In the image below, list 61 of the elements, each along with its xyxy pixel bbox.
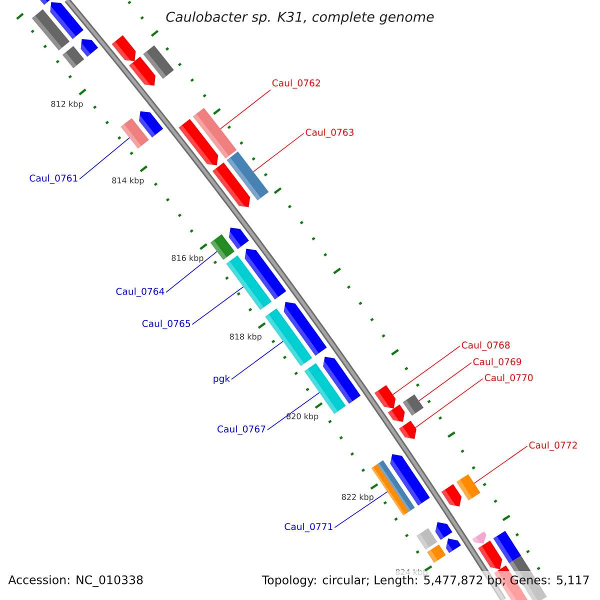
leader-line	[220, 90, 271, 130]
gene-block	[229, 228, 249, 250]
leader-line	[418, 362, 472, 402]
footer-text: Accession: NC_010338	[8, 575, 143, 587]
tick-label: 812 kbp	[51, 100, 83, 108]
gene-block	[390, 454, 430, 506]
gene-label: Caul_0772	[529, 441, 577, 451]
gene-label: Caul_0761	[30, 174, 78, 184]
gene-block	[40, 0, 50, 5]
tick-label: 820 kbp	[286, 413, 318, 421]
leader-line	[415, 378, 484, 428]
gene-bar	[493, 530, 522, 564]
gene-block	[244, 248, 286, 300]
leader-line	[79, 137, 130, 180]
leader-line	[192, 286, 244, 325]
leader-line	[334, 491, 388, 528]
gene-label: Caul_0764	[116, 288, 164, 297]
gene-bar	[143, 45, 174, 79]
gene-bar	[456, 474, 480, 500]
tick-label: 822 kbp	[342, 494, 374, 502]
gene-label: Caul_0765	[142, 320, 190, 330]
gene-block	[50, 2, 84, 39]
gene-label: Caul_0763	[306, 128, 354, 138]
tick-label: 814 kbp	[112, 177, 144, 185]
gene-block	[112, 35, 136, 62]
gene-block	[435, 522, 452, 540]
title: Caulobacter sp. K31, complete genome	[166, 11, 434, 25]
gene-block	[478, 540, 502, 570]
leader-line	[252, 132, 304, 172]
gene-block	[388, 404, 405, 422]
gene-label: Caul_0769	[473, 358, 522, 368]
leader-line	[474, 446, 528, 484]
footer-text: Topology: circular; Length: 5,477,872 bp; Genes: 5,117	[262, 575, 589, 587]
gene-label: Caul_0767	[218, 425, 266, 435]
gene-block	[446, 538, 461, 553]
gene-block	[323, 356, 361, 404]
gene-block	[442, 484, 462, 506]
gene-label: Caul_0771	[284, 522, 332, 532]
leader-line	[267, 392, 320, 430]
gene-block	[399, 420, 416, 439]
gene-bar	[427, 544, 446, 563]
gene-bar	[226, 152, 269, 200]
gene-block	[80, 39, 98, 57]
tick-label: 816 kbp	[172, 254, 204, 263]
gene-block	[139, 111, 164, 138]
gene-bar	[62, 46, 84, 68]
leader-line	[392, 346, 460, 396]
gene-bar	[192, 108, 237, 159]
gene-label: Caul_0770	[484, 374, 533, 384]
gene-label: pgk	[214, 374, 230, 384]
gene-block	[374, 385, 396, 408]
gene-block	[284, 302, 327, 356]
gene-label: Caul_0768	[462, 341, 510, 351]
gene-bar	[402, 394, 424, 416]
tick-label: 824 kbp	[396, 568, 428, 577]
tick-label: 818 kbp	[230, 333, 262, 342]
leader-line	[231, 340, 284, 380]
leader-line	[166, 251, 218, 293]
gene-label: Caul_0762	[272, 79, 320, 89]
gene-block	[472, 531, 486, 544]
gene-bar	[416, 528, 438, 550]
